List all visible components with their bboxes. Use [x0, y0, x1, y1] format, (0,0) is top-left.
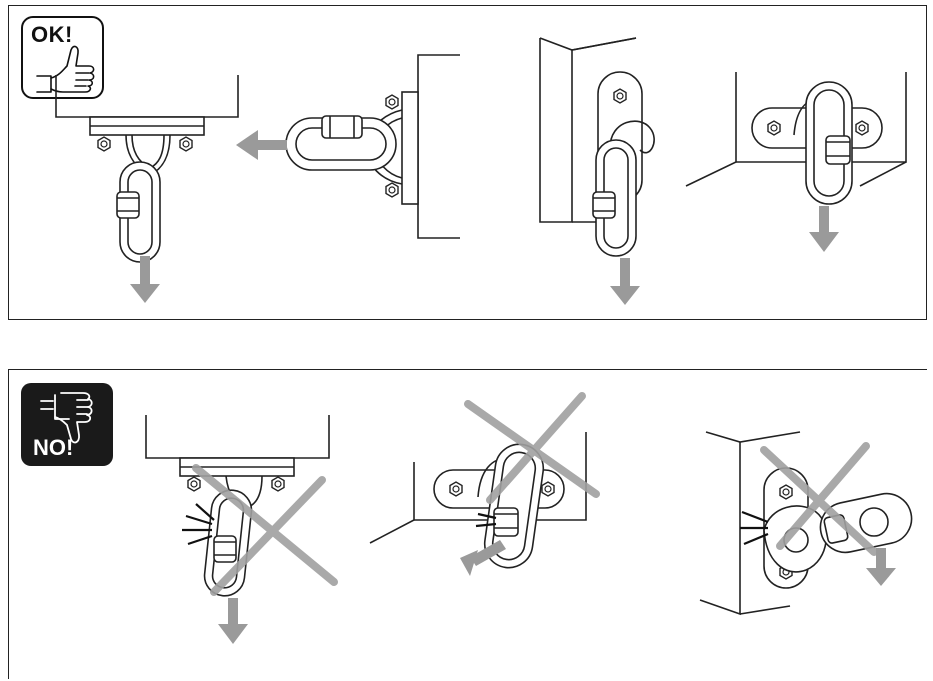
ok-label: OK!	[31, 22, 73, 47]
impact-burst-1	[182, 503, 215, 546]
thumbs-down-icon	[40, 392, 93, 444]
wall-bracket-ok	[285, 54, 460, 239]
arrow-down-1	[130, 256, 160, 303]
impact-burst-2	[475, 512, 497, 528]
arrow-down-4	[218, 598, 248, 644]
arrow-down-3	[809, 206, 839, 252]
wall-eyebolt-wrong	[369, 432, 587, 569]
no-label: NO!	[33, 435, 74, 460]
corner-plate-wrong	[699, 431, 913, 616]
arrow-diagonal-1	[460, 540, 506, 576]
corner-eyebolt-ok	[685, 72, 907, 205]
arrow-down-5	[866, 548, 896, 586]
ceiling-mount-ok	[55, 75, 239, 263]
no-badge: NO!	[21, 383, 113, 466]
cross-1	[192, 464, 338, 596]
impact-burst-3	[740, 510, 769, 546]
wall-plate-ok	[539, 37, 655, 257]
cross-3	[760, 442, 878, 556]
cross-2	[464, 392, 600, 504]
ok-badge: OK!	[21, 16, 104, 99]
arrow-down-2	[610, 258, 640, 305]
thumbs-up-icon	[36, 45, 95, 93]
arrow-left-1	[236, 130, 287, 160]
